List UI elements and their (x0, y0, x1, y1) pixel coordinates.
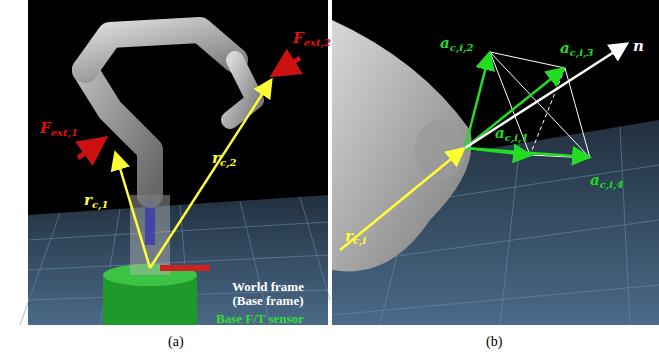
panel-caption: (b) (486, 334, 502, 350)
panel-caption: (a) (168, 334, 184, 350)
vector-label: rc,2 (212, 150, 236, 168)
vector-label: Base F/T sensor (216, 312, 304, 326)
vector-label: rc,1 (84, 192, 108, 210)
vector-label: rc,i (345, 228, 366, 246)
vector-label: World frame (Base frame) (218, 280, 318, 309)
vector-label: Fext,1 (40, 120, 78, 138)
vector-label: n (633, 38, 644, 55)
vector-label: ac,i,4 (590, 172, 624, 190)
vector-label: ac,i,1 (495, 125, 529, 143)
vector-label: ac,i,2 (440, 35, 474, 53)
vector-label: Fext,2 (293, 30, 331, 48)
vector-label: ac,i,3 (560, 40, 594, 58)
